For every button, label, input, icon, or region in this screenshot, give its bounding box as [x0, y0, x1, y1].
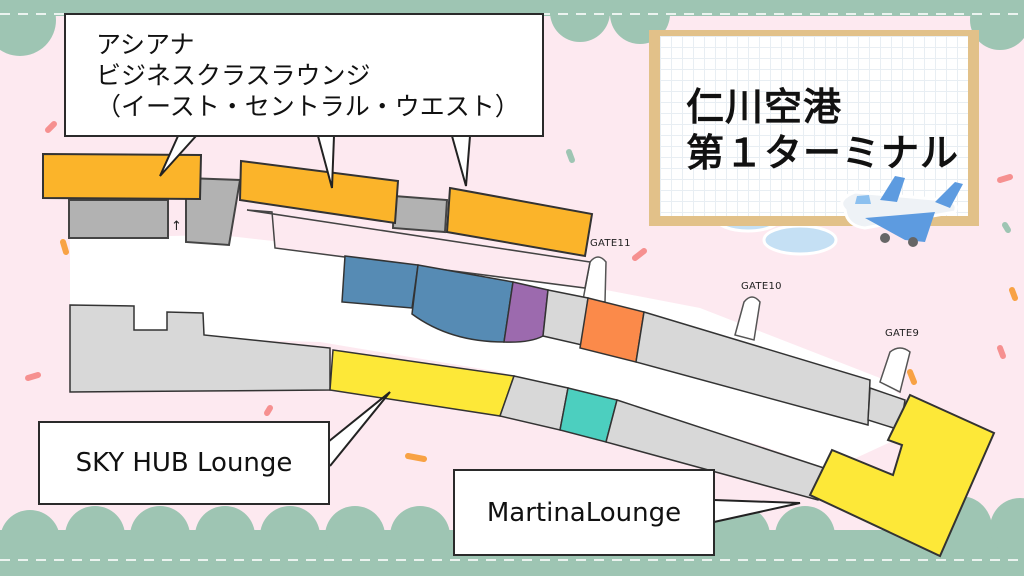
- asiana-lounge-central: [238, 159, 400, 225]
- bottom-border: [0, 496, 1024, 576]
- center-shops: [341, 255, 906, 431]
- callout-asiana-lounge: アシアナ ビジネスクラスラウンジ （イースト・セントラル・ウエスト）: [64, 13, 544, 137]
- upper-building-gray: [68, 176, 449, 247]
- asiana-lounges: [42, 152, 594, 258]
- martina-lounge-area: [808, 393, 996, 558]
- gate-piers: [582, 256, 911, 394]
- up-arrow-icon: ↑: [171, 219, 183, 234]
- gate-10-label: GATE10: [741, 281, 782, 292]
- asiana-lounge-west: [445, 186, 594, 258]
- callout-tails: [159, 135, 801, 523]
- main-corridor: [70, 235, 900, 470]
- callout-martina-lounge: MartinaLounge: [453, 469, 715, 556]
- title-notebook-paper: [660, 36, 968, 216]
- skyhub-label: SKY HUB Lounge: [75, 448, 293, 478]
- gate-9-label: GATE9: [885, 328, 920, 339]
- martina-label: MartinaLounge: [486, 497, 682, 528]
- lower-building: [69, 304, 831, 501]
- callout-skyhub-lounge: SKY HUB Lounge: [38, 421, 330, 505]
- asiana-label-line3: （イースト・セントラル・ウエスト）: [96, 92, 520, 121]
- page-title: 仁川空港 第１ターミナル: [686, 84, 959, 176]
- gate-11-label: GATE11: [590, 238, 631, 249]
- airplane-icon: [840, 176, 963, 247]
- asiana-label-line1: アシアナ: [96, 30, 195, 59]
- title-line-1: 仁川空港: [686, 85, 843, 129]
- title-line-2: 第１ターミナル: [686, 131, 960, 175]
- asiana-label-line2: ビジネスクラスラウンジ: [96, 61, 371, 90]
- asiana-lounge-east: [42, 152, 203, 201]
